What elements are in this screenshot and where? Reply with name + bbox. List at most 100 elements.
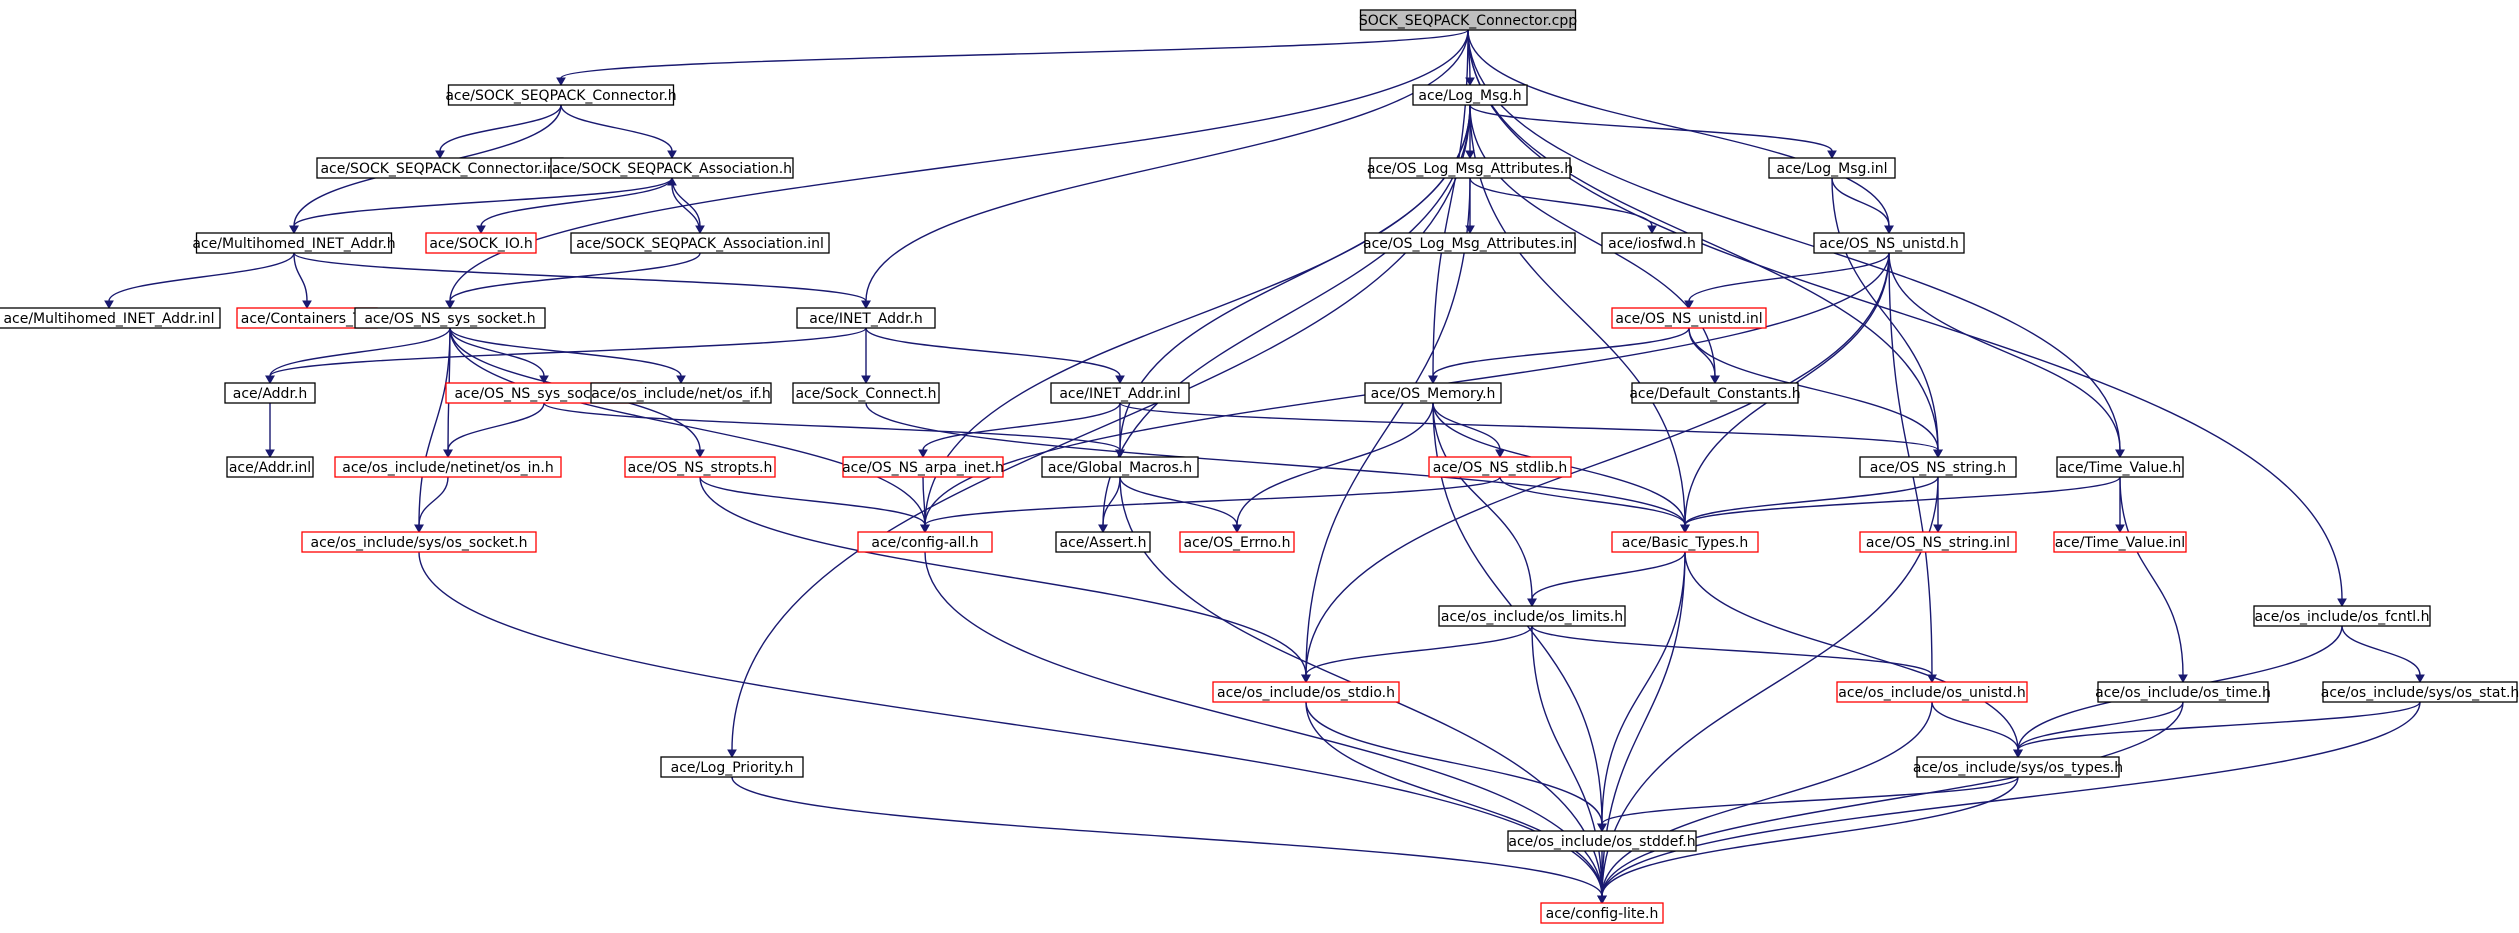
node-n15[interactable]: ace/INET_Addr.inl [1050, 382, 1190, 404]
node-box[interactable] [1859, 531, 2017, 553]
node-n17[interactable]: ace/os_include/netinet/os_in.h [334, 456, 562, 478]
node-n21[interactable]: ace/os_include/sys/os_socket.h [301, 531, 537, 553]
node-n18[interactable]: ace/OS_NS_stropts.h [624, 456, 776, 478]
node-box[interactable] [590, 382, 772, 404]
node-n38[interactable]: ace/OS_NS_string.inl [1859, 531, 2017, 553]
node-box[interactable] [425, 232, 537, 254]
node-box[interactable] [1836, 681, 2028, 703]
edge-n25-n23 [1098, 104, 1471, 534]
node-n20[interactable]: ace/Global_Macros.h [1041, 456, 1199, 478]
node-box[interactable] [1601, 232, 1703, 254]
node-box[interactable] [2056, 456, 2184, 478]
node-box[interactable] [195, 232, 393, 254]
node-box[interactable] [1916, 756, 2120, 778]
node-box[interactable] [2322, 681, 2518, 703]
node-n4[interactable]: ace/Multihomed_INET_Addr.h [192, 232, 396, 254]
node-box[interactable] [1055, 531, 1151, 553]
edge-line [1432, 327, 1690, 377]
node-box[interactable] [792, 382, 940, 404]
node-box[interactable] [1364, 382, 1502, 404]
node-n9[interactable]: ace/OS_NS_sys_socket.h [354, 307, 546, 329]
node-box[interactable] [1540, 902, 1664, 924]
node-box[interactable] [842, 456, 1004, 478]
node-box[interactable] [354, 307, 546, 329]
node-box[interactable] [660, 756, 804, 778]
node-box[interactable] [1179, 531, 1295, 553]
node-box[interactable] [1050, 382, 1190, 404]
node-n0[interactable]: SOCK_SEQPACK_Connector.cpp [1359, 9, 1577, 31]
node-box[interactable] [1438, 605, 1626, 627]
node-n31[interactable]: ace/OS_NS_unistd.inl [1611, 307, 1767, 329]
node-box[interactable] [1611, 307, 1767, 329]
node-n46[interactable]: ace/Log_Priority.h [660, 756, 804, 778]
node-n6[interactable]: ace/SOCK_SEQPACK_Association.inl [570, 232, 830, 254]
node-n25[interactable]: ace/Log_Msg.h [1412, 84, 1528, 106]
edge-line [1305, 252, 1890, 676]
node-n26[interactable]: ace/OS_Log_Msg_Attributes.h [1367, 157, 1573, 179]
node-n7[interactable]: ace/Multihomed_INET_Addr.inl [0, 307, 221, 329]
node-n1[interactable]: ace/SOCK_SEQPACK_Connector.h [445, 84, 677, 106]
node-box[interactable] [796, 307, 936, 329]
node-n22[interactable]: ace/config-all.h [857, 531, 993, 553]
node-box[interactable] [1813, 232, 1965, 254]
node-n45[interactable]: ace/os_include/sys/os_stat.h [2321, 681, 2519, 703]
node-box[interactable] [1212, 681, 1400, 703]
node-n33[interactable]: ace/Default_Constants.h [1629, 382, 1801, 404]
node-n19[interactable]: ace/OS_NS_arpa_inet.h [842, 456, 1004, 478]
edge-n20-n23 [1098, 476, 1121, 534]
node-n39[interactable]: ace/Time_Value.inl [2053, 531, 2187, 553]
node-n34[interactable]: ace/OS_NS_stdlib.h [1428, 456, 1572, 478]
node-box[interactable] [0, 307, 221, 329]
node-n41[interactable]: ace/os_include/os_fcntl.h [2253, 605, 2431, 627]
node-n47[interactable]: ace/os_include/sys/os_types.h [1913, 756, 2123, 778]
node-n5[interactable]: ace/SOCK_IO.h [425, 232, 537, 254]
node-box[interactable] [2053, 531, 2187, 553]
node-box[interactable] [1768, 157, 1896, 179]
node-box[interactable] [1359, 9, 1577, 31]
node-box[interactable] [1364, 232, 1576, 254]
node-n37[interactable]: ace/Basic_Types.h [1611, 531, 1759, 553]
node-box[interactable] [224, 382, 316, 404]
node-n28[interactable]: ace/OS_Log_Msg_Attributes.inl [1363, 232, 1577, 254]
node-n24[interactable]: ace/OS_Errno.h [1179, 531, 1295, 553]
node-box[interactable] [2097, 681, 2269, 703]
node-n32[interactable]: ace/OS_Memory.h [1364, 382, 1502, 404]
node-n44[interactable]: ace/os_include/os_time.h [2095, 681, 2271, 703]
node-n2[interactable]: ace/SOCK_SEQPACK_Connector.inl [316, 157, 564, 179]
node-box[interactable] [570, 232, 830, 254]
node-box[interactable] [1369, 157, 1571, 179]
node-box[interactable] [334, 456, 562, 478]
node-box[interactable] [1041, 456, 1199, 478]
node-box[interactable] [301, 531, 537, 553]
node-box[interactable] [447, 84, 675, 106]
node-n11[interactable]: ace/Addr.h [224, 382, 316, 404]
node-box[interactable] [1412, 84, 1528, 106]
node-box[interactable] [1507, 830, 1697, 852]
node-n43[interactable]: ace/os_include/os_unistd.h [1836, 681, 2028, 703]
node-box[interactable] [1859, 456, 2017, 478]
node-n30[interactable]: ace/OS_NS_unistd.h [1813, 232, 1965, 254]
node-box[interactable] [1631, 382, 1799, 404]
node-n48[interactable]: ace/os_include/os_stddef.h [1507, 830, 1697, 852]
node-n49[interactable]: ace/config-lite.h [1540, 902, 1664, 924]
node-box[interactable] [624, 456, 776, 478]
node-n42[interactable]: ace/os_include/os_stdio.h [1212, 681, 1400, 703]
node-n23[interactable]: ace/Assert.h [1055, 531, 1151, 553]
node-n40[interactable]: ace/os_include/os_limits.h [1438, 605, 1626, 627]
node-n3[interactable]: ace/SOCK_SEQPACK_Association.h [550, 157, 794, 179]
node-box[interactable] [1611, 531, 1759, 553]
node-box[interactable] [226, 456, 314, 478]
node-n14[interactable]: ace/Sock_Connect.h [792, 382, 940, 404]
node-box[interactable] [2253, 605, 2431, 627]
node-box[interactable] [857, 531, 993, 553]
node-n27[interactable]: ace/Log_Msg.inl [1768, 157, 1896, 179]
node-n13[interactable]: ace/os_include/net/os_if.h [590, 382, 772, 404]
node-n10[interactable]: ace/INET_Addr.h [796, 307, 936, 329]
node-n36[interactable]: ace/Time_Value.h [2056, 456, 2184, 478]
edge-n4-n10 [293, 252, 871, 310]
node-n35[interactable]: ace/OS_NS_string.h [1859, 456, 2017, 478]
node-box[interactable] [1428, 456, 1572, 478]
node-box[interactable] [550, 157, 794, 179]
node-n29[interactable]: ace/iosfwd.h [1601, 232, 1703, 254]
node-n16[interactable]: ace/Addr.inl [226, 456, 314, 478]
